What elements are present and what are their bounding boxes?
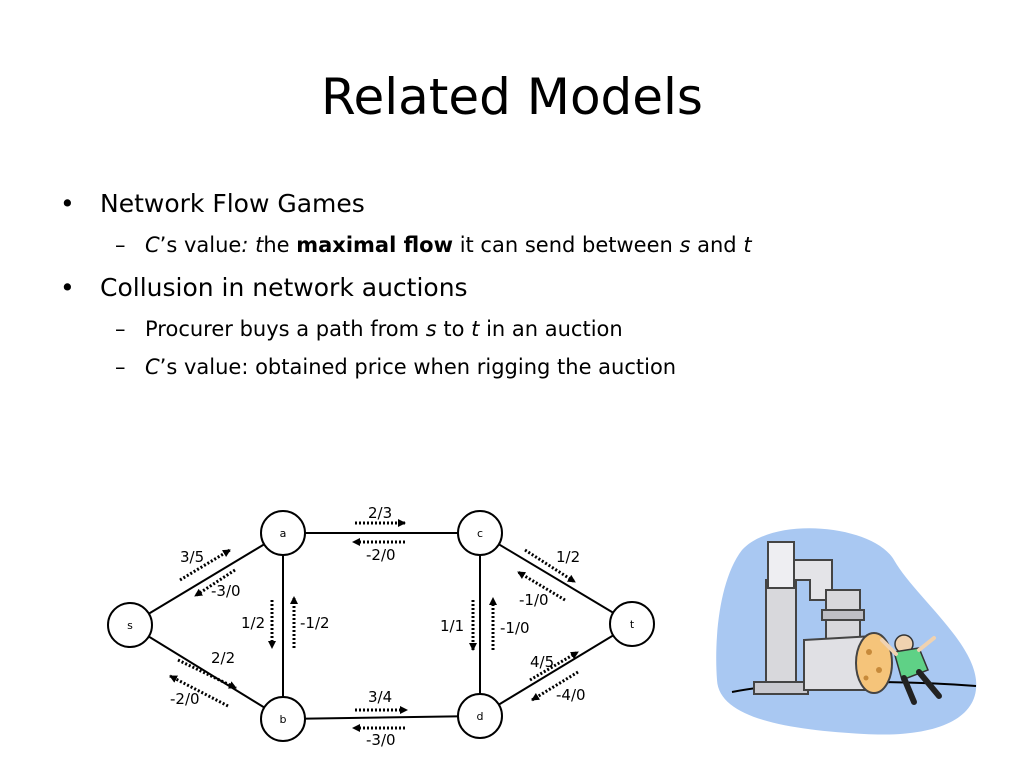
t-variable: t — [743, 233, 752, 257]
bullet-collusion: • Collusion in network auctions — [60, 269, 960, 307]
label-ab-rev: -1/2 — [300, 614, 330, 632]
sub-bullet-c-value-price: – C’s value: obtained price when rigging… — [60, 351, 960, 383]
plumber-arms — [880, 636, 936, 656]
s-value-text: ’s value — [159, 233, 242, 257]
label-ct-fwd: 1/2 — [556, 548, 580, 566]
edge-b-d — [282, 715, 481, 720]
c-value-rest: ’s value: obtained price when rigging th… — [159, 355, 677, 379]
label-sb-rev: -2/0 — [170, 690, 200, 708]
arrow-ct-rev — [517, 570, 566, 602]
arrow-sa-fwd — [179, 548, 231, 582]
edge-s-b — [129, 624, 284, 720]
node-c-label: c — [477, 527, 483, 540]
label-ct-rev: -1/0 — [519, 591, 549, 609]
c-variable: C — [145, 355, 160, 379]
procurer-post: in an auction — [479, 317, 623, 341]
colon-text: : — [241, 233, 249, 257]
label-cd-fwd: 1/1 — [440, 617, 464, 635]
pipe-cap-top — [767, 541, 795, 589]
dash-glyph: – — [115, 317, 126, 341]
bullet-list: • Network Flow Games – C’s value: the ma… — [60, 185, 960, 383]
label-ac-fwd: 2/3 — [368, 504, 392, 522]
s-variable: s — [425, 317, 437, 341]
dash-glyph: – — [115, 355, 126, 379]
t-variable: t — [471, 317, 480, 341]
label-ac-rev: -2/0 — [366, 546, 396, 564]
plumber-with-pipe-clipart — [716, 528, 977, 735]
label-sb-fwd: 2/2 — [211, 649, 235, 667]
dash-glyph: – — [115, 233, 126, 257]
label-ab-fwd: 1/2 — [241, 614, 265, 632]
node-t — [609, 601, 655, 647]
and-text: and — [690, 233, 744, 257]
label-bd-rev: -3/0 — [366, 731, 396, 749]
maximal-flow-text: maximal flow — [296, 233, 454, 257]
procurer-pre: Procurer buys a path from — [145, 317, 426, 341]
t-letter: t — [248, 233, 264, 257]
edge-c-t — [479, 532, 633, 625]
label-dt-rev: -4/0 — [556, 686, 586, 704]
rest-text: it can send between — [453, 233, 680, 257]
arrow-dt-fwd — [529, 650, 579, 682]
s-variable: s — [679, 233, 691, 257]
node-c — [457, 510, 503, 556]
slide-title: Related Models — [321, 68, 703, 126]
pipe-base — [753, 681, 809, 695]
node-s — [107, 602, 153, 648]
arrow-sb-rev — [169, 674, 229, 708]
network-flow-diagram: s a b c d t 3/5 -3/0 2/2 -2/0 2/3 -2/0 1… — [107, 504, 655, 749]
label-bd-fwd: 3/4 — [368, 688, 392, 706]
node-d-label: d — [477, 710, 484, 723]
edge-s-a — [129, 532, 284, 626]
arrow-ct-fwd — [524, 548, 576, 584]
node-d — [457, 693, 503, 739]
node-a-label: a — [280, 527, 287, 540]
sub-bullet-procurer: – Procurer buys a path from s to t in an… — [60, 313, 960, 345]
label-dt-fwd: 4/5 — [530, 653, 554, 671]
c-variable: C — [145, 233, 160, 257]
node-s-label: s — [127, 619, 133, 632]
node-a — [260, 510, 306, 556]
bullet-network-flow-games: • Network Flow Games — [60, 185, 960, 223]
bullet-glyph: • — [60, 189, 75, 218]
he-text: he — [263, 233, 290, 257]
bullet-glyph: • — [60, 273, 75, 302]
node-t-label: t — [630, 618, 635, 631]
arrow-sb-fwd — [177, 658, 237, 690]
sub-bullet-c-value-flow: – C’s value: the maximal flow it can sen… — [60, 229, 960, 261]
label-cd-rev: -1/0 — [500, 619, 530, 637]
edge-d-t — [479, 623, 633, 717]
node-b — [260, 696, 306, 742]
arrow-dt-rev — [531, 670, 579, 702]
to-text: to — [436, 317, 472, 341]
pipe-flange — [821, 609, 865, 621]
pipe-vertical — [765, 579, 797, 691]
bullet-label: Network Flow Games — [100, 189, 365, 218]
label-sa-rev: -3/0 — [211, 582, 241, 600]
label-sa-fwd: 3/5 — [180, 548, 204, 566]
node-b-label: b — [280, 713, 287, 726]
bullet-label: Collusion in network auctions — [100, 273, 468, 302]
plumber-legs — [901, 669, 942, 705]
